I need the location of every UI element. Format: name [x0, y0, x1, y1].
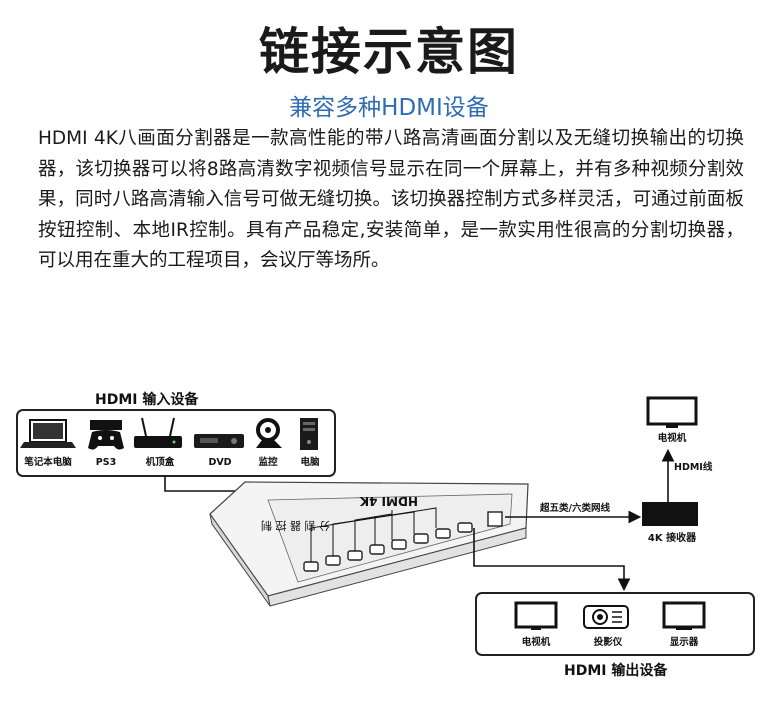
input-devices-box — [16, 409, 336, 477]
hdmi-cable-label: HDMI线 — [674, 461, 713, 473]
projector-icon — [583, 605, 629, 629]
input-device-label: 机顶盒 — [146, 456, 175, 468]
output-device-label: 电视机 — [522, 636, 551, 648]
svg-text:HDMI 4K: HDMI 4K — [359, 494, 418, 508]
receiver-label: 4K 接收器 — [648, 531, 697, 544]
monitor-icon — [662, 601, 706, 630]
input-device-label: DVD — [208, 457, 231, 468]
input-device-label: 监控 — [258, 456, 278, 468]
input-device-label: 笔记本电脑 — [24, 456, 72, 468]
set-top-box-icon — [134, 417, 182, 448]
output-group-label: HDMI 输出设备 — [564, 662, 668, 679]
pc-tower-icon — [300, 418, 318, 450]
internal-wiring — [310, 507, 437, 562]
input-group-label: HDMI 输入设备 — [95, 391, 199, 408]
output-device-label: 投影仪 — [594, 636, 623, 648]
tv-icon — [514, 601, 558, 630]
dvd-player-icon — [194, 434, 244, 448]
output-device-label: 显示器 — [670, 637, 699, 648]
output-devices-box — [475, 592, 755, 656]
remote-tv-label: 电视机 — [658, 432, 687, 444]
camera-icon — [256, 418, 282, 448]
game-console-icon — [88, 420, 124, 450]
input-device-label: 电脑 — [300, 456, 320, 468]
input-device-label: PS3 — [96, 457, 116, 468]
front-panel-buttons — [303, 511, 503, 572]
network-cable-label: 超五类/六类网线 — [539, 502, 610, 514]
laptop-icon — [20, 419, 76, 448]
receiver-box — [642, 502, 698, 526]
svg-text:分 割 器 控 制: 分 割 器 控 制 — [261, 519, 330, 533]
tv-icon — [646, 396, 698, 428]
page-title: 链接示意图 — [259, 23, 519, 81]
splitter-device: 分 割 器 控 制 HDMI 4K — [209, 481, 529, 607]
output-cable-line — [473, 528, 631, 592]
page-subtitle: 兼容多种HDMI设备 — [289, 95, 489, 121]
product-description: HDMI 4K八画面分割器是一款高性能的带八路高清画面分割以及无缝切换输出的切换… — [38, 128, 744, 271]
